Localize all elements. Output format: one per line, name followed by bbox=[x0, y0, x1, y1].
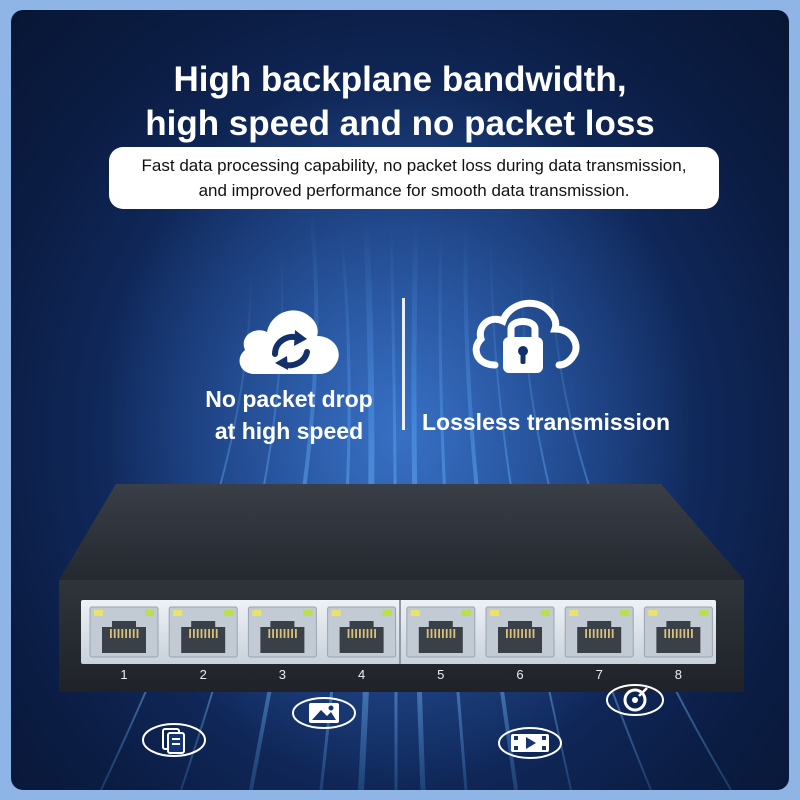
port-led-right bbox=[541, 610, 550, 616]
feature-no-packet-drop-line-1: No packet drop bbox=[205, 386, 373, 412]
description-line-2: and improved performance for smooth data… bbox=[198, 181, 630, 200]
port-led-left bbox=[410, 610, 420, 616]
cloud-lock-icon bbox=[472, 299, 580, 373]
port-led-right bbox=[620, 610, 630, 616]
product-banner: High backplane bandwidth, high speed and… bbox=[11, 10, 789, 790]
feature-no-packet-drop: No packet drop at high speed bbox=[181, 383, 397, 447]
port-number-label: 3 bbox=[278, 667, 286, 682]
port-led-left bbox=[252, 610, 262, 616]
ethernet-port-2 bbox=[168, 606, 238, 658]
ethernet-port-5 bbox=[406, 606, 476, 658]
port-led-left bbox=[173, 610, 183, 616]
port-number-label: 8 bbox=[674, 667, 682, 682]
headline-line-2: high speed and no packet loss bbox=[145, 104, 655, 143]
headline-line-1: High backplane bandwidth, bbox=[173, 60, 627, 99]
port-led-left bbox=[94, 610, 103, 616]
port-led-left bbox=[331, 610, 341, 616]
ethernet-port-1 bbox=[89, 606, 159, 658]
port-led-left bbox=[648, 610, 658, 616]
headline: High backplane bandwidth, high speed and… bbox=[11, 58, 789, 146]
ethernet-port-8 bbox=[643, 606, 713, 658]
disc-icon bbox=[606, 684, 664, 716]
port-number-label: 1 bbox=[120, 667, 128, 682]
port-led-right bbox=[224, 610, 234, 616]
description-line-1: Fast data processing capability, no pack… bbox=[141, 156, 687, 175]
feature-lossless-transmission-label: Lossless transmission bbox=[422, 409, 670, 435]
image-icon bbox=[292, 697, 356, 729]
port-led-left bbox=[490, 610, 499, 616]
ethernet-port-7 bbox=[564, 606, 634, 658]
feature-lossless-transmission: Lossless transmission bbox=[415, 406, 677, 438]
feature-no-packet-drop-line-2: at high speed bbox=[214, 418, 364, 444]
cloud-sync-icon bbox=[239, 310, 339, 374]
description-box: Fast data processing capability, no pack… bbox=[109, 147, 719, 209]
port-led-right bbox=[382, 610, 392, 616]
port-led-right bbox=[303, 610, 313, 616]
port-led-right bbox=[461, 610, 471, 616]
port-number-label: 4 bbox=[357, 667, 366, 682]
port-led-right bbox=[699, 610, 709, 616]
ethernet-port-3 bbox=[247, 606, 317, 658]
port-row: 1 2 3 4 5 6 7 8 bbox=[11, 10, 789, 790]
ethernet-port-6 bbox=[485, 606, 555, 658]
video-icon bbox=[498, 727, 562, 759]
feature-divider bbox=[402, 298, 405, 430]
port-number-label: 2 bbox=[199, 667, 207, 682]
ethernet-port-4 bbox=[327, 606, 397, 658]
port-led-right bbox=[145, 610, 154, 616]
port-number-label: 6 bbox=[516, 667, 524, 682]
port-number-label: 5 bbox=[437, 667, 445, 682]
ports-drawing bbox=[89, 606, 713, 658]
document-icon bbox=[142, 723, 206, 757]
port-number-label: 7 bbox=[595, 667, 603, 682]
port-led-left bbox=[569, 610, 579, 616]
